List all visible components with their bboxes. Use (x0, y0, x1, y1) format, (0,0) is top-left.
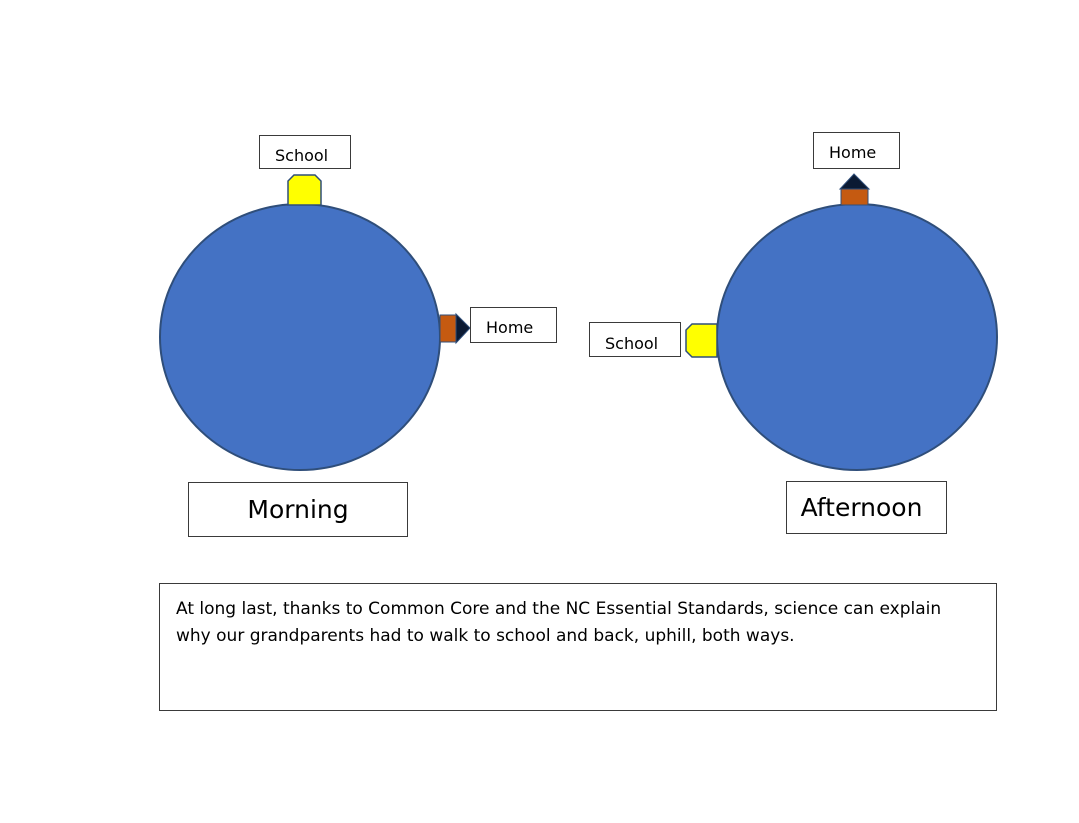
afternoon-planet (716, 203, 998, 471)
morning-title: Morning (188, 482, 408, 537)
afternoon-roof-icon (838, 173, 871, 190)
caption-text: At long last, thanks to Common Core and … (159, 583, 997, 711)
morning-school-icon (287, 174, 322, 206)
afternoon-home-label: Home (813, 132, 900, 169)
morning-home-label: Home (470, 307, 557, 343)
morning-school-label: School (259, 135, 351, 169)
afternoon-school-label: School (589, 322, 681, 357)
morning-home-icon (439, 314, 457, 343)
afternoon-title: Afternoon (786, 481, 947, 534)
morning-roof-icon (455, 312, 471, 345)
morning-planet (159, 203, 441, 471)
afternoon-home-icon (840, 188, 869, 206)
afternoon-school-icon (685, 323, 718, 358)
